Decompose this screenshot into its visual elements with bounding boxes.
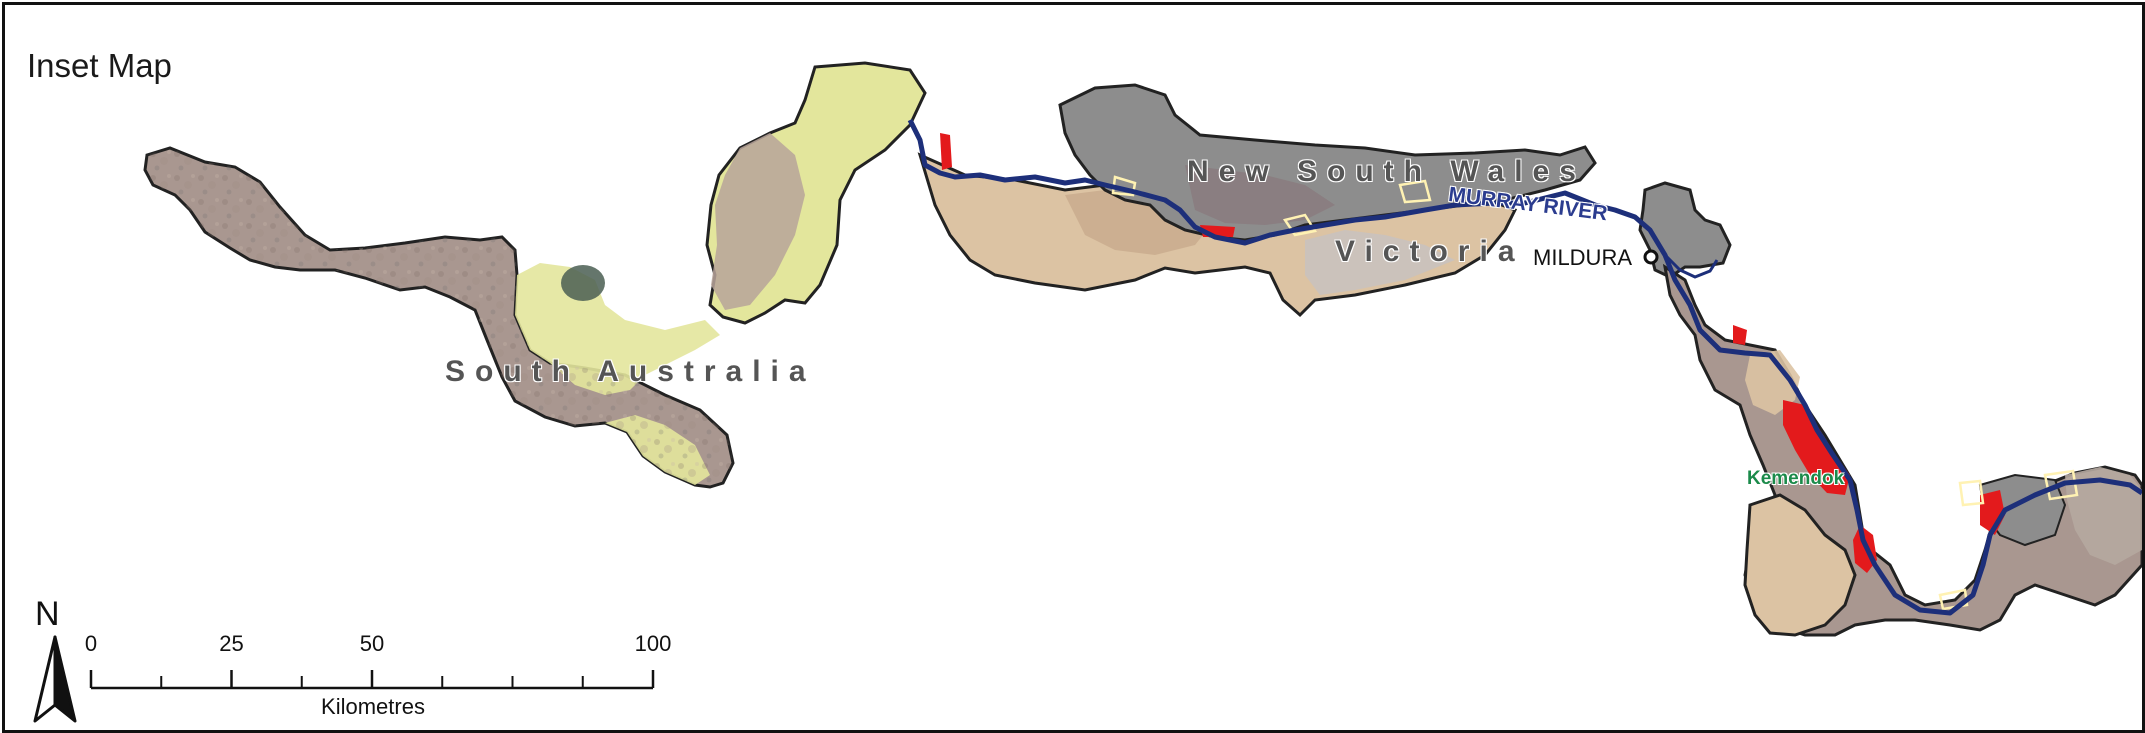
sa-mixed-inner: [711, 133, 805, 310]
sand-block-kemendok: [1745, 350, 1800, 415]
red-zone-west: [940, 133, 952, 170]
new-south-wales-area: [1058, 83, 1597, 242]
scale-tick-label: 0: [84, 631, 98, 656]
region-label-victoria: Victoria: [1335, 235, 1525, 268]
scale-tick-label: 50: [359, 631, 385, 656]
region-label-south-australia: South Australia: [445, 355, 816, 388]
scale-tick-label: 100: [634, 631, 672, 656]
north-label: N: [35, 595, 60, 633]
kemendok-corridor-polygon: [1662, 263, 2142, 637]
map-canvas: [33, 61, 2142, 723]
scale-tick-label: 25: [219, 631, 244, 656]
scale-unit-label: Kilometres: [321, 694, 425, 719]
nsw-mixed-patch: [1185, 165, 1335, 225]
sand-block-south: [1743, 493, 1857, 637]
place-label-mildura: MILDURA: [1533, 245, 1633, 270]
murray-river-tributary: [1663, 253, 1719, 279]
red-zone-kemendok: [1783, 400, 1850, 495]
red-zone-mildura: [1733, 325, 1747, 345]
map-title: Inset Map: [27, 47, 172, 84]
mildura-town-marker: [1643, 249, 1659, 265]
sa-yellow-patch: [515, 263, 720, 395]
region-label-new-south-wales: New South Wales: [1187, 155, 1586, 188]
murray-river-line: [907, 118, 2142, 616]
east-mixed-patch: [2065, 467, 2142, 565]
place-label-kemendok: Kemendok: [1747, 468, 1845, 489]
sa-lake: [561, 265, 605, 301]
scale-bar: [89, 670, 655, 690]
eastern-corridor: [1638, 181, 2142, 637]
victoria-grey-patch: [1305, 230, 1455, 295]
north-arrow-icon: [33, 635, 77, 723]
